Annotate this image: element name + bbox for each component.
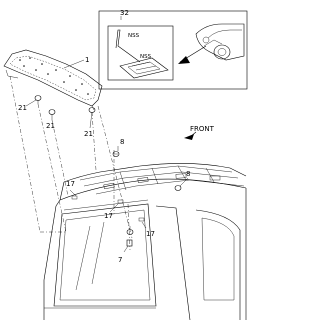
leader-lines-17: [69, 189, 147, 229]
tool-kit-box: [107, 25, 174, 81]
direction-label: FRONT: [190, 125, 215, 133]
wrench-icon: [115, 29, 141, 63]
callout-21-mid: 21: [46, 122, 55, 130]
callout-nss-bottom: NSS: [140, 54, 152, 60]
tool-bag-icon: [119, 57, 169, 79]
roof-panel-part: [3, 49, 103, 111]
leader-1: [63, 59, 85, 69]
arrow-head-icon: [178, 56, 190, 64]
bolt-8-parts: [112, 146, 189, 191]
clip-21-parts: [25, 95, 96, 129]
callout-8-right: 8: [186, 170, 190, 178]
callout-nss-top: NSS: [128, 33, 140, 39]
callout-8-top: 8: [120, 138, 124, 146]
inset-panel: [98, 10, 248, 90]
vehicle-rear-icon: [195, 23, 245, 61]
callout-32: 32: [120, 9, 129, 17]
front-arrow-icon: [184, 131, 197, 140]
rear-window-glass: [59, 209, 151, 301]
callout-21-right: 21: [84, 130, 93, 138]
parts-diagram: 32 NSS NSS 1 21 21 21 8 FRONT 8 17 17 17…: [3, 9, 248, 320]
nut-7-part: [123, 226, 134, 253]
callout-21-left: 21: [18, 104, 27, 112]
callout-17-mid: 17: [104, 212, 113, 220]
vehicle-body: [43, 163, 247, 320]
roof-dots: [19, 57, 89, 95]
callout-17-right: 17: [146, 230, 155, 238]
callout-17-left: 17: [66, 180, 75, 188]
alignment-lines: [9, 75, 133, 251]
rear-window-frame: [53, 203, 157, 307]
callout-1: 1: [85, 56, 89, 64]
callout-7: 7: [118, 256, 122, 264]
